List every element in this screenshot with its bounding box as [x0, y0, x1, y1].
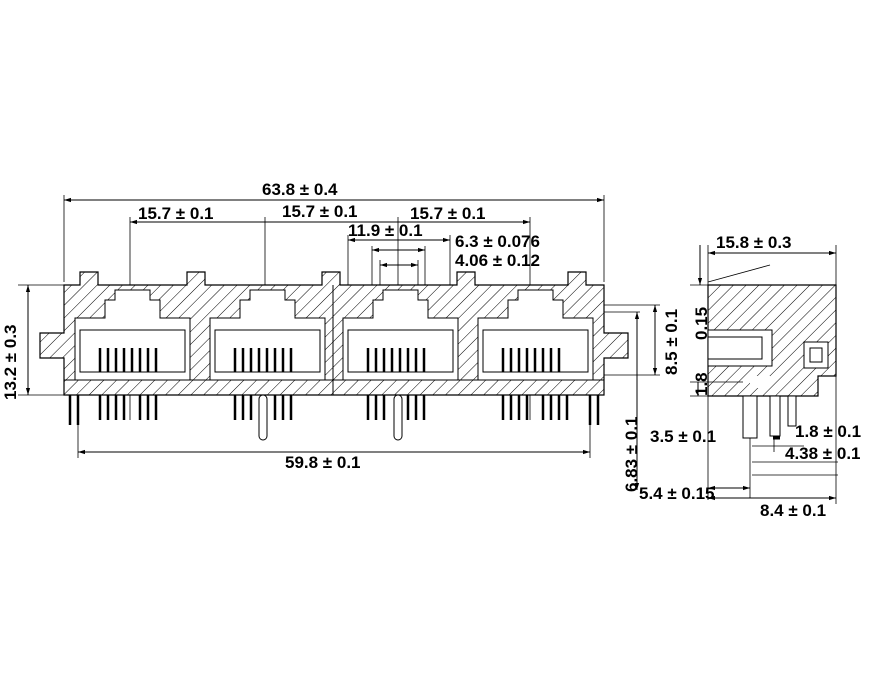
dim-pin-pitch-b: 4.06 ± 0.12 [455, 251, 540, 270]
dim-port-pitch-2: 15.7 ± 0.1 [282, 202, 358, 221]
front-view [18, 195, 660, 490]
dim-standoff: 1.8 [692, 372, 711, 396]
peg-2 [393, 394, 403, 441]
dim-pin-depth: 8.4 ± 0.1 [760, 501, 826, 520]
side-peg [742, 395, 758, 439]
dim-depth: 15.8 ± 0.3 [716, 233, 792, 252]
peg-1 [258, 394, 268, 441]
pcb-pins [68, 395, 600, 425]
dim-body-width: 59.8 ± 0.1 [285, 453, 361, 472]
dim-port-pitch-3: 15.7 ± 0.1 [410, 204, 486, 223]
side-view [690, 245, 838, 504]
dim-pin-row-b: 1.8 ± 0.1 [795, 422, 861, 441]
dim-pin-span: 11.9 ± 0.1 [348, 221, 423, 240]
dim-pin-pitch-a: 6.3 ± 0.076 [455, 232, 540, 251]
dim-window-height: 8.5 ± 0.1 [662, 309, 681, 375]
dim-top-thickness: 0.15 [692, 307, 711, 340]
dim-port-pitch-1: 15.7 ± 0.1 [138, 204, 214, 223]
dim-pin-row-c: 4.38 ± 0.1 [785, 444, 861, 463]
dim-peg-offset: 5.4 ± 0.15 [639, 484, 715, 503]
dim-panel-offset: 6.83 ± 0.1 [622, 417, 641, 493]
dim-height: 13.2 ± 0.3 [1, 325, 20, 401]
port-contacts [98, 348, 561, 372]
dim-pin-row-a: 3.5 ± 0.1 [650, 427, 716, 446]
dim-overall-length: 63.8 ± 0.4 [262, 180, 338, 199]
